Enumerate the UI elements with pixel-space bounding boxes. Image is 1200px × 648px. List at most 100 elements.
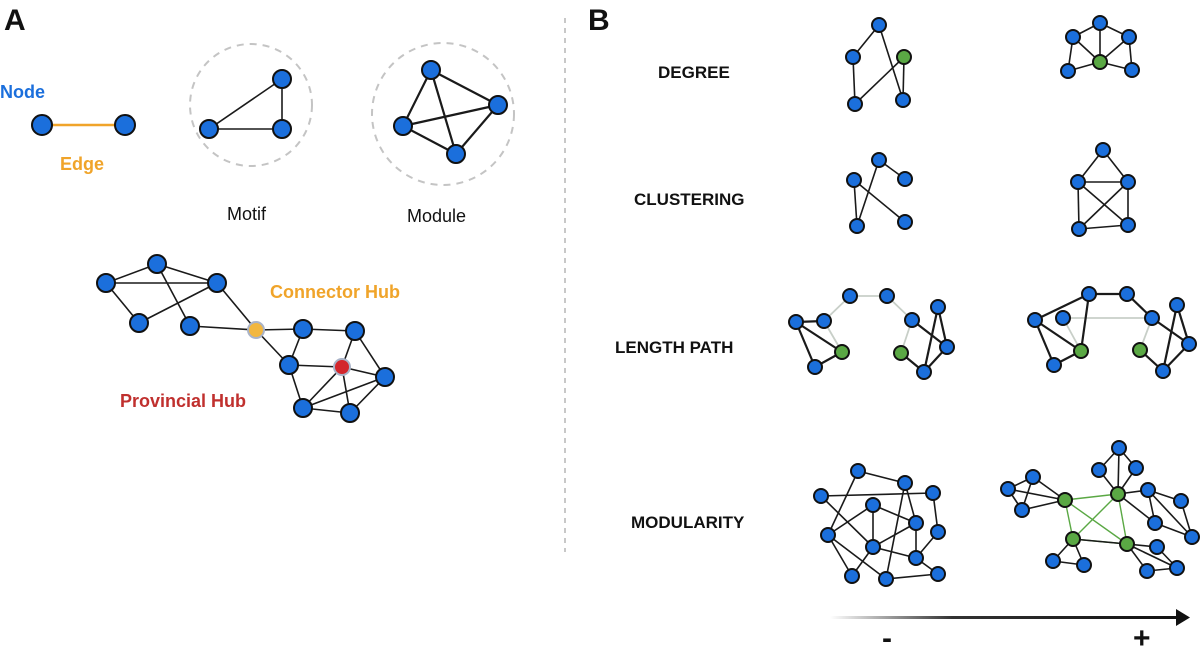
clustering-high-network	[1070, 142, 1136, 237]
module-label: Module	[407, 206, 466, 226]
network-node	[1025, 469, 1041, 485]
network-edge	[1147, 489, 1193, 538]
module-diagram	[371, 42, 515, 186]
network-node	[1121, 29, 1137, 45]
network-edge	[1072, 493, 1119, 540]
network-edge	[795, 321, 843, 353]
network-node	[1140, 482, 1156, 498]
network-node	[807, 359, 823, 375]
axis-high-label: +	[1133, 622, 1151, 648]
hub-network	[96, 254, 395, 423]
network-edge	[820, 492, 934, 497]
network-edge	[208, 78, 283, 130]
network-node	[871, 17, 887, 33]
network-node	[1144, 310, 1160, 326]
network-node	[129, 313, 149, 333]
network-edge	[872, 522, 917, 548]
network-node	[1000, 481, 1016, 497]
network-node	[1124, 62, 1140, 78]
length-path-high-network	[1027, 286, 1197, 379]
network-edge	[853, 179, 906, 223]
network-node	[345, 321, 365, 341]
network-node	[1181, 336, 1197, 352]
node-example-right	[114, 114, 136, 136]
network-node	[820, 527, 836, 543]
hub-node-green	[1065, 531, 1081, 547]
network-edge	[156, 263, 218, 284]
connector-hub-label: Connector Hub	[270, 282, 400, 302]
network-edge	[430, 69, 499, 106]
network-node	[930, 524, 946, 540]
network-node	[846, 172, 862, 188]
network-node	[1046, 357, 1062, 373]
network-edge	[1117, 493, 1128, 545]
metric-modularity-label: MODULARITY	[631, 513, 745, 532]
network-node	[844, 568, 860, 584]
network-node	[1132, 342, 1148, 358]
metric-clustering-label: CLUSTERING	[634, 190, 745, 209]
network-node	[896, 49, 912, 65]
panel-b-letter: B	[588, 4, 610, 37]
network-node	[897, 171, 913, 187]
network-edge	[794, 321, 817, 368]
network-edge	[827, 504, 874, 536]
network-edge	[1078, 181, 1129, 230]
node-example-left	[31, 114, 53, 136]
network-node	[1055, 310, 1071, 326]
network-edge	[455, 104, 499, 155]
network-edge	[878, 24, 904, 101]
network-edge	[857, 470, 906, 484]
network-edge	[1126, 543, 1178, 569]
hub-node-green	[1119, 536, 1135, 552]
network-node	[1120, 174, 1136, 190]
network-node	[1065, 29, 1081, 45]
network-node	[1184, 529, 1200, 545]
network-node	[845, 49, 861, 65]
network-node	[879, 288, 895, 304]
motif-diagram	[189, 43, 313, 167]
motif-node	[272, 69, 292, 89]
network-node	[871, 152, 887, 168]
network-node	[897, 475, 913, 491]
network-node	[1060, 63, 1076, 79]
provincial-hub-node	[333, 358, 351, 376]
network-node	[850, 463, 866, 479]
axis-low-label: -	[882, 622, 892, 648]
axis-line	[830, 616, 1178, 619]
module-node	[421, 60, 441, 80]
metric-length-path-label: LENGTH PATH	[615, 338, 733, 357]
module-node	[393, 116, 413, 136]
network-edge	[1034, 319, 1082, 352]
network-edge	[429, 69, 458, 155]
network-node	[375, 367, 395, 387]
network-edge	[1007, 488, 1066, 501]
network-node	[895, 92, 911, 108]
network-edge	[1078, 224, 1129, 230]
network-edge	[1077, 181, 1129, 226]
network-node	[813, 488, 829, 504]
network-edge	[922, 306, 940, 373]
network-edge	[302, 376, 386, 409]
network-node	[1173, 493, 1189, 509]
network-edge	[156, 263, 191, 327]
network-node	[1081, 286, 1097, 302]
network-node	[340, 403, 360, 423]
network-node	[908, 550, 924, 566]
network-node	[1111, 440, 1127, 456]
network-node	[916, 364, 932, 380]
network-node	[293, 319, 313, 339]
edge-label: Edge	[60, 154, 104, 174]
gradient-axis: - +	[830, 609, 1190, 648]
network-node	[147, 254, 167, 274]
network-edge	[138, 282, 218, 324]
hub-node-green	[1110, 486, 1126, 502]
network-node	[1045, 553, 1061, 569]
network-edge	[402, 69, 432, 127]
network-node	[893, 345, 909, 361]
metric-degree-label: DEGREE	[658, 63, 730, 82]
network-edge	[1064, 499, 1128, 545]
degree-low-network	[845, 17, 912, 112]
motif-node	[199, 119, 219, 139]
network-edge	[1161, 304, 1179, 372]
network-edge	[1034, 293, 1090, 321]
